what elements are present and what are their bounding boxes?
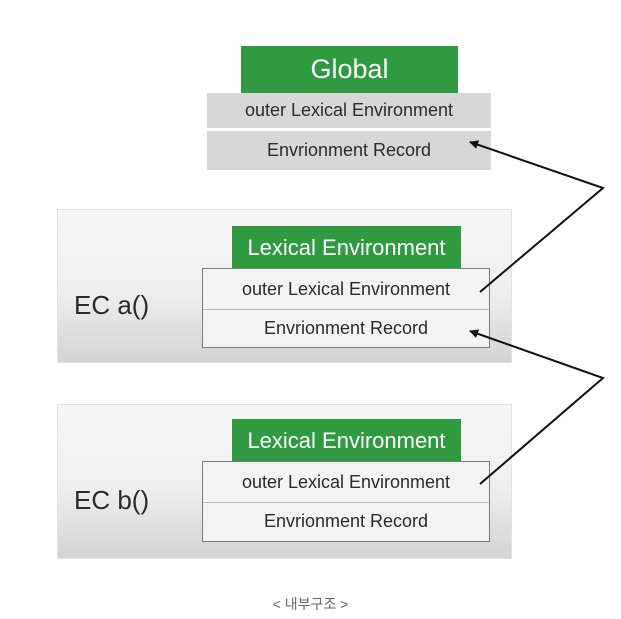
arrow-ec-b-to-ec-a bbox=[469, 329, 605, 485]
ec-a-label: EC a() bbox=[74, 289, 150, 320]
figure-caption: < 내부구조 > bbox=[272, 596, 349, 612]
ec-a-lexical-env-title: Lexical Environment bbox=[232, 226, 461, 269]
ec-a-record-row: Envrionment Record bbox=[263, 318, 429, 338]
ec-b-env-table: outer Lexical Environment Envrionment Re… bbox=[202, 461, 490, 542]
ec-a-outer-row: outer Lexical Environment bbox=[203, 269, 489, 310]
global-title: Global bbox=[241, 46, 458, 93]
global-record-row: Envrionment Record bbox=[207, 131, 491, 170]
ec-b-lexical-env-title: Lexical Environment bbox=[232, 419, 461, 462]
ec-b-record-row: Envrionment Record bbox=[263, 511, 429, 531]
ec-b-label: EC b() bbox=[74, 484, 150, 515]
ec-a-env-table: outer Lexical Environment Envrionment Re… bbox=[202, 268, 490, 348]
ec-b-outer-row: outer Lexical Environment bbox=[203, 462, 489, 503]
global-outer-row: outer Lexical Environment bbox=[207, 93, 491, 130]
arrow-ec-a-to-global bbox=[469, 140, 605, 293]
